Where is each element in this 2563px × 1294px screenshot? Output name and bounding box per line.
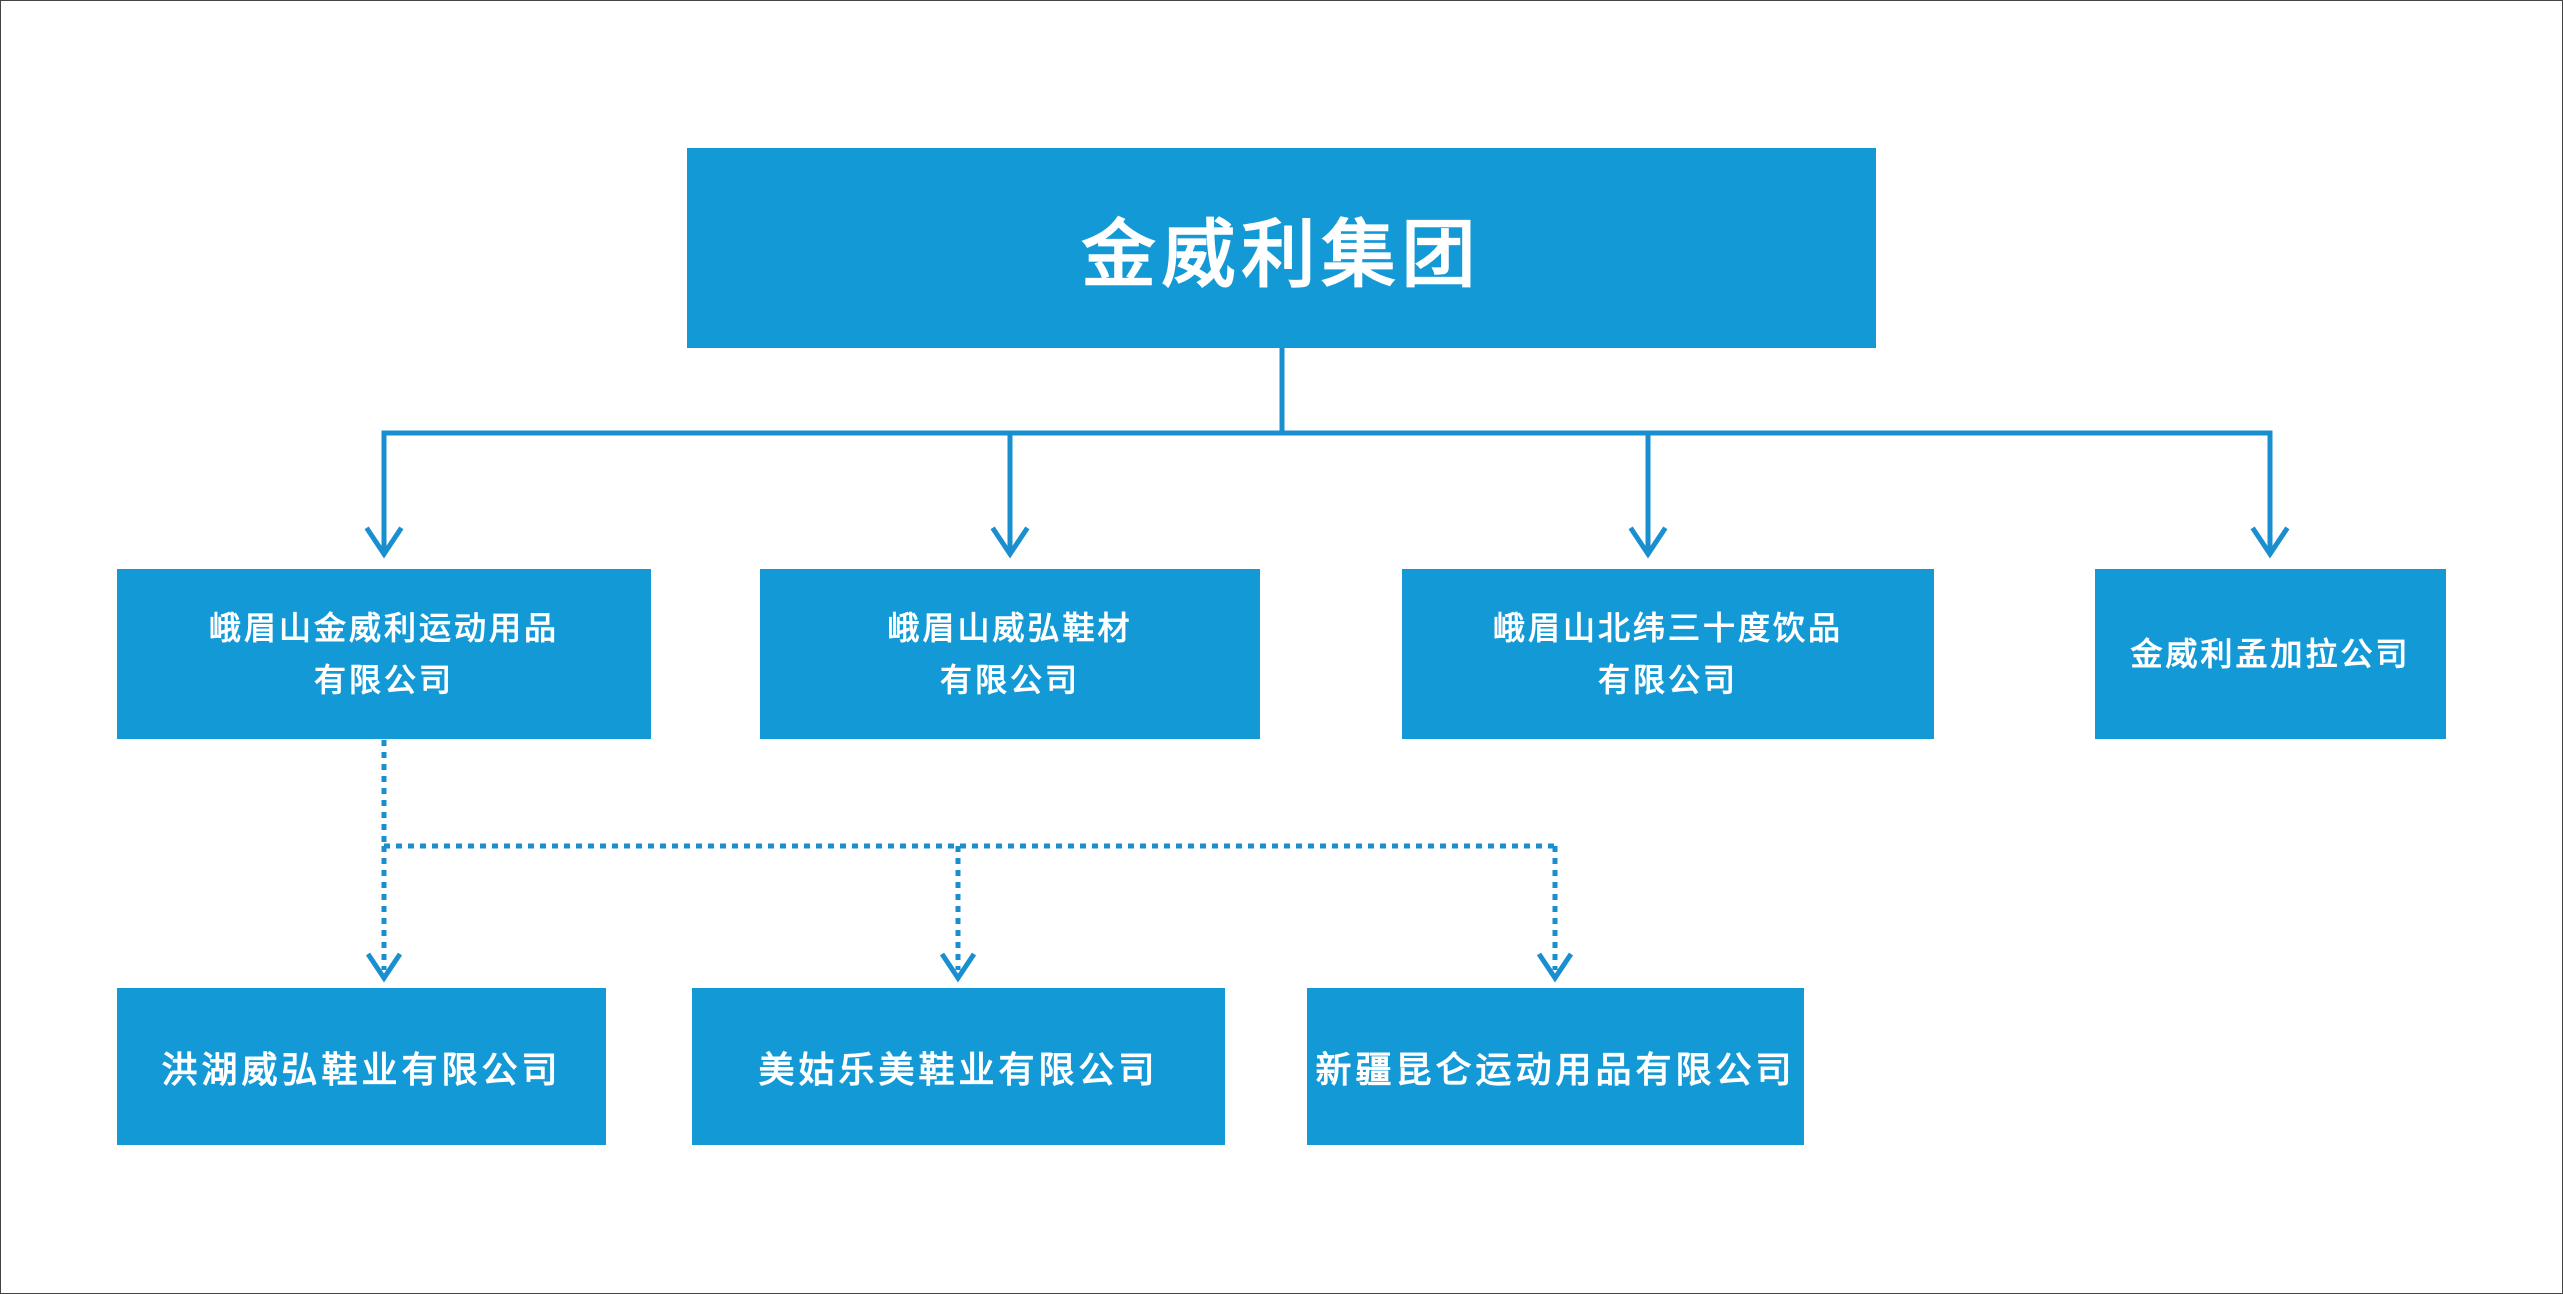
affiliate-3-name: 新疆昆仑运动用品有限公司	[1315, 1049, 1796, 1091]
subsidiary-box-1: 峨眉山金威利运动用品 有限公司	[117, 569, 651, 739]
dotted-arrow-head-3	[1536, 952, 1574, 983]
arrow-head-4	[2250, 526, 2290, 559]
subsidiary-box-4: 金威利孟加拉公司	[2095, 569, 2446, 739]
arrow-head-1	[364, 526, 404, 559]
subsidiary-4-name-line1: 金威利孟加拉公司	[2130, 635, 2411, 673]
arrow-head-2	[990, 526, 1030, 559]
subsidiary-1-name-line2: 有限公司	[313, 661, 454, 699]
subsidiary-1-name-line1: 峨眉山金威利运动用品	[208, 609, 559, 647]
affiliate-box-1: 洪湖威弘鞋业有限公司	[117, 988, 606, 1145]
affiliate-1-name: 洪湖威弘鞋业有限公司	[161, 1049, 562, 1091]
root-company-box: 金威利集团	[687, 148, 1876, 348]
subsidiary-box-3: 峨眉山北纬三十度饮品 有限公司	[1402, 569, 1934, 739]
subsidiary-3-name-line1: 峨眉山北纬三十度饮品	[1492, 609, 1843, 647]
affiliate-box-2: 美姑乐美鞋业有限公司	[692, 988, 1225, 1145]
subsidiary-box-2: 峨眉山威弘鞋材 有限公司	[760, 569, 1260, 739]
subsidiary-3-name-line2: 有限公司	[1597, 661, 1738, 699]
affiliate-box-3: 新疆昆仑运动用品有限公司	[1307, 988, 1804, 1145]
dotted-arrow-head-2	[939, 952, 977, 983]
root-company-name: 金威利集团	[1081, 211, 1482, 298]
subsidiary-2-name-line2: 有限公司	[939, 661, 1080, 699]
arrow-head-3	[1628, 526, 1668, 559]
subsidiary-2-name-line1: 峨眉山威弘鞋材	[887, 609, 1133, 647]
affiliate-2-name: 美姑乐美鞋业有限公司	[758, 1049, 1159, 1091]
dotted-arrow-head-1	[365, 952, 403, 983]
